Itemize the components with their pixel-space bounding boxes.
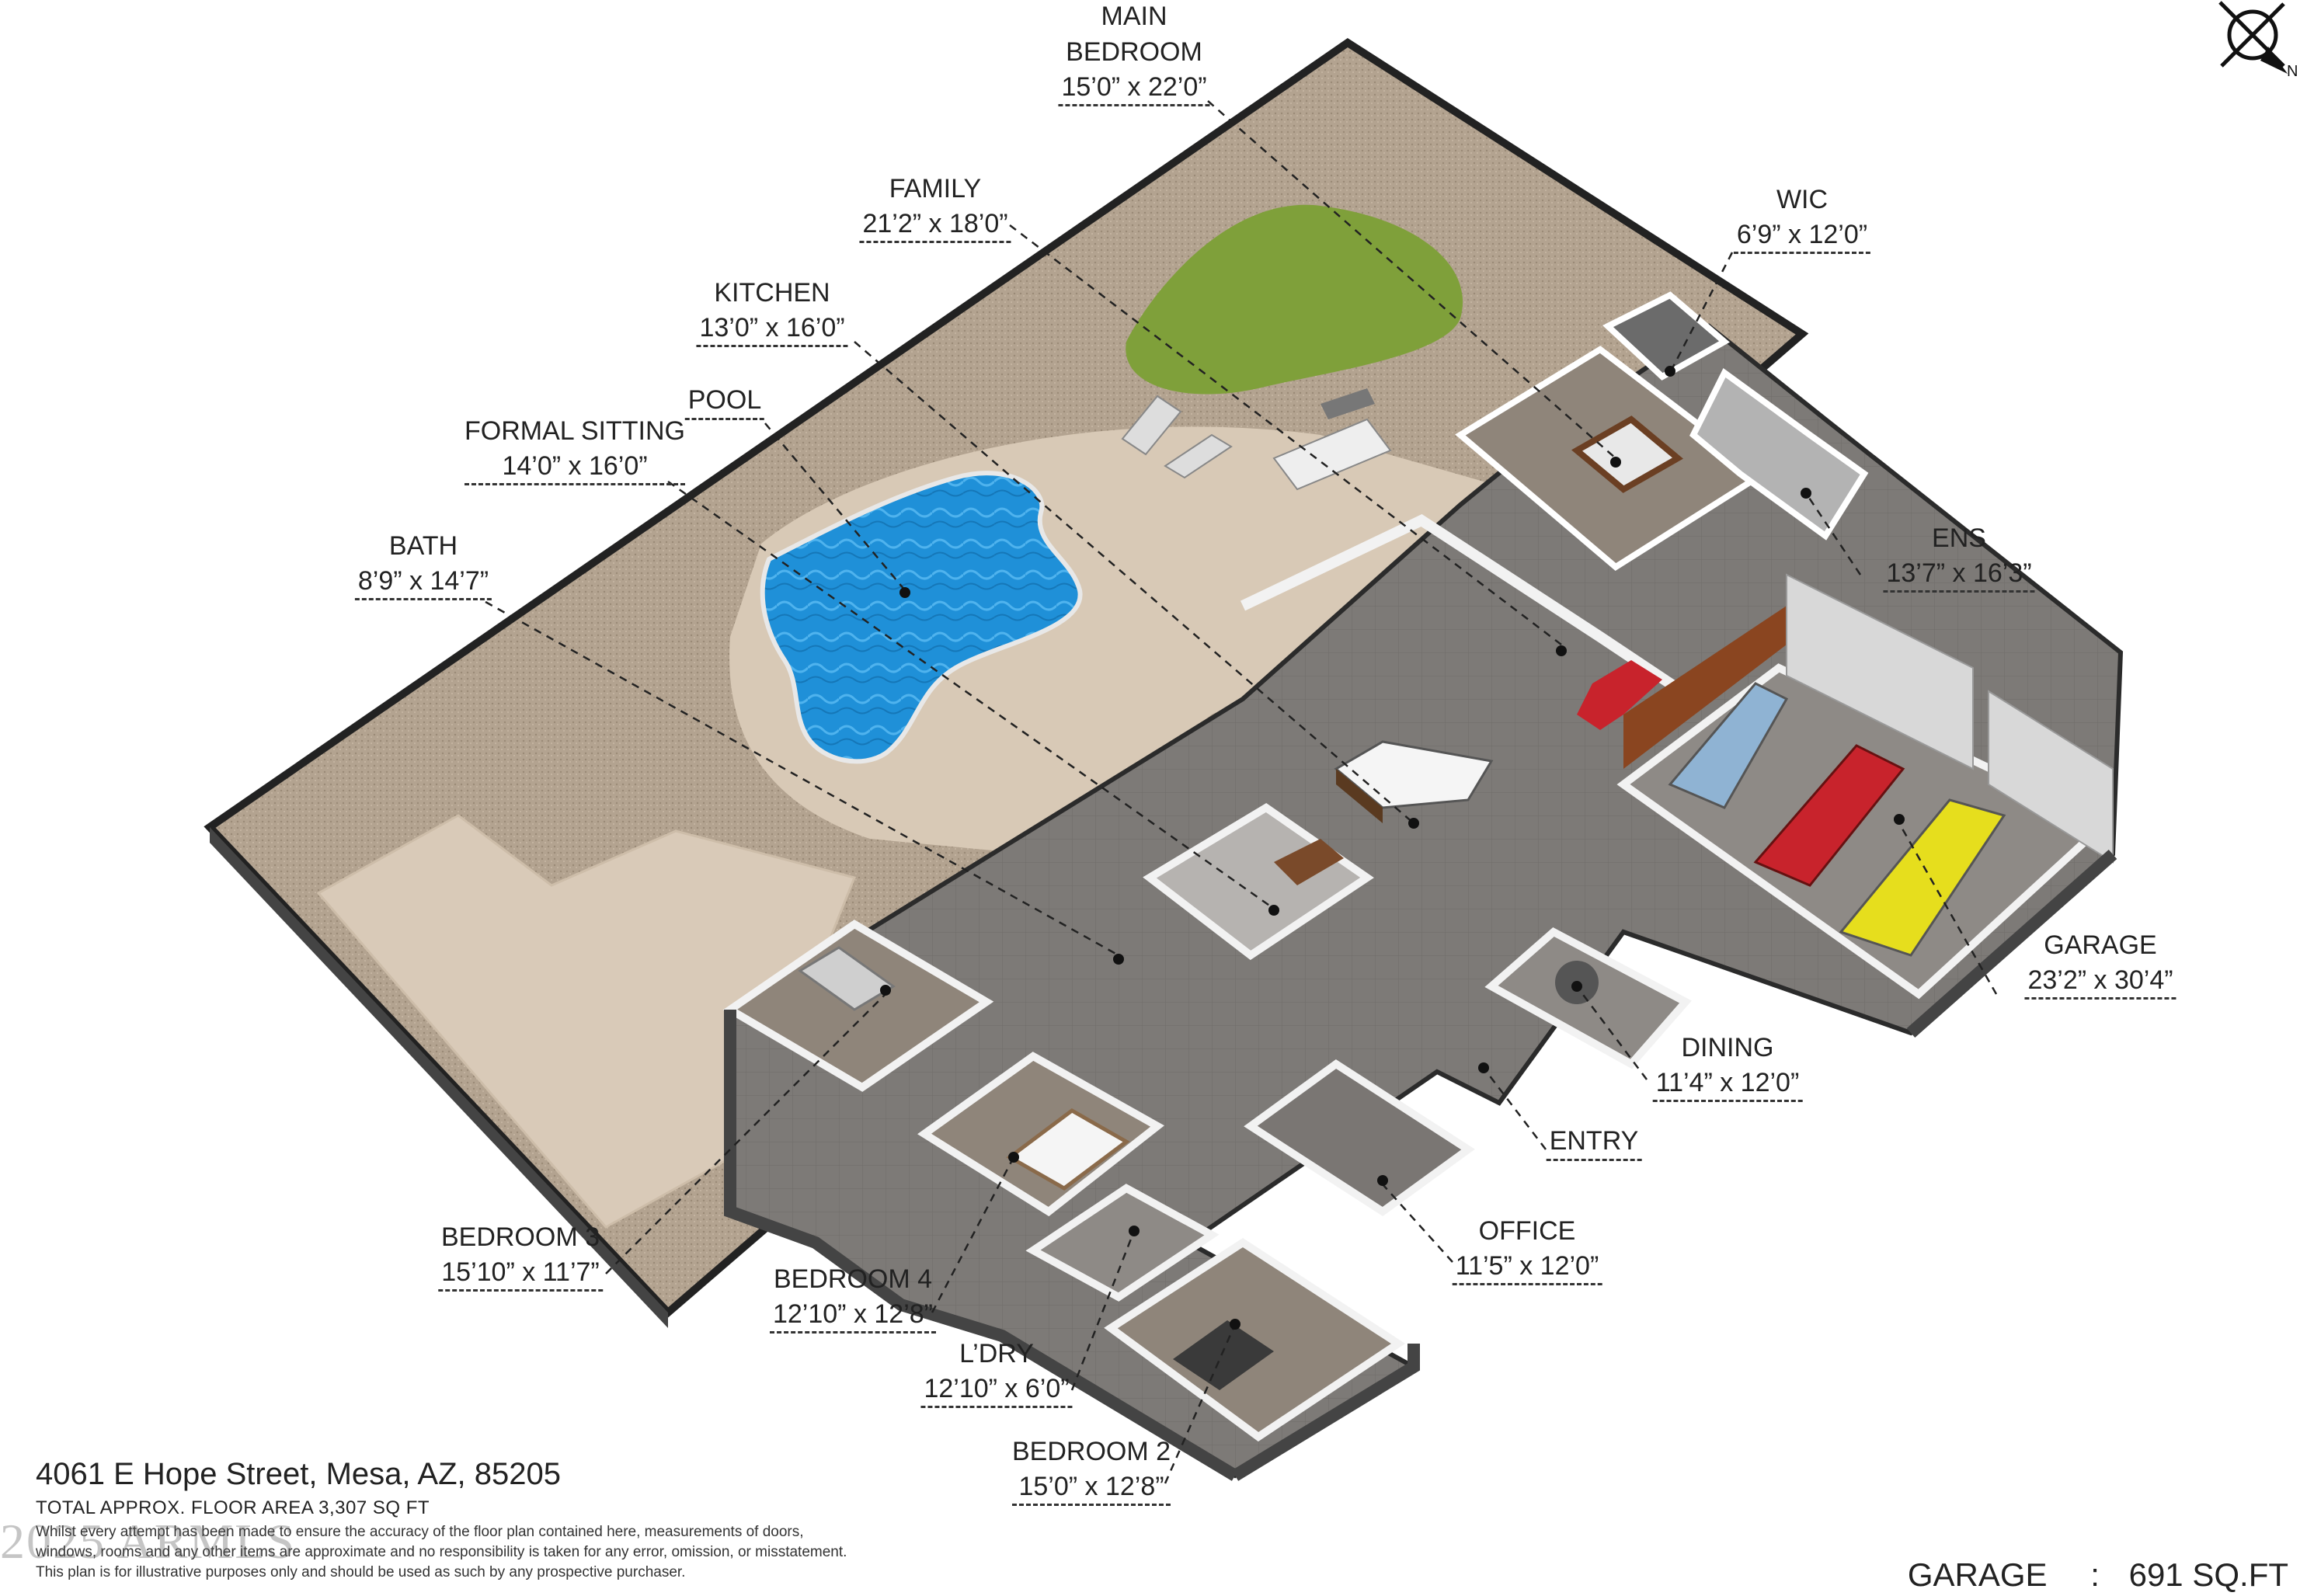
disclaimer-line: This plan is for illustrative purposes o… bbox=[36, 1564, 686, 1580]
label-bedroom-4: BEDROOM 4 12’10” x 12’8” bbox=[769, 1261, 937, 1333]
label-family: FAMILY 21’2” x 18’0” bbox=[859, 171, 1011, 243]
label-ens: ENS 13’7” x 16’3” bbox=[1883, 520, 2035, 593]
great-room-wall bbox=[1240, 513, 1696, 704]
disclaimer: Whilst every attempt has been made to en… bbox=[36, 1522, 1046, 1583]
lounge-chairs bbox=[1121, 395, 1233, 479]
label-bedroom-3: BEDROOM 3 15’10” x 11’7” bbox=[438, 1219, 603, 1292]
compass-north-label: N bbox=[2287, 63, 2298, 80]
garage-area-sep: : bbox=[2090, 1556, 2100, 1593]
main-bed bbox=[1571, 416, 1683, 493]
house-wall-front bbox=[724, 1010, 1239, 1481]
leader-lines bbox=[485, 100, 1998, 1484]
garage-area-value: 691 SQ.FT bbox=[2128, 1556, 2288, 1593]
sofa bbox=[1274, 839, 1344, 885]
garage-area-summary: GARAGE : 691 SQ.FT bbox=[1908, 1556, 2288, 1594]
garage-door-1 bbox=[1786, 573, 1974, 770]
laundry-floor bbox=[1025, 1184, 1220, 1302]
disclaimer-line: windows, rooms and any other items are a… bbox=[36, 1544, 847, 1560]
lawn bbox=[1126, 204, 1463, 395]
property-address: 4061 E Hope Street, Mesa, AZ, 85205 bbox=[36, 1457, 561, 1491]
total-floor-area: TOTAL APPROX. FLOOR AREA 3,307 SQ FT bbox=[36, 1497, 430, 1518]
ens-floor bbox=[1689, 367, 1869, 541]
label-main-bedroom: MAIN BEDROOM 15’0” x 22’0” bbox=[1058, 0, 1210, 106]
wic-floor bbox=[1602, 291, 1730, 381]
patio-paving bbox=[316, 814, 857, 1229]
bed-2 bbox=[1173, 1320, 1274, 1390]
pool bbox=[760, 471, 1083, 764]
label-dining: DINING 11’4” x 12’0” bbox=[1652, 1030, 1803, 1102]
office-floor bbox=[1244, 1059, 1475, 1217]
yard-wall-front bbox=[210, 827, 668, 1328]
label-kitchen: KITCHEN 13’0” x 16’0” bbox=[696, 275, 848, 347]
label-office: OFFICE 11’5” x 12’0” bbox=[1452, 1213, 1602, 1285]
label-wic: WIC 6’9” x 12’0” bbox=[1733, 182, 1871, 254]
label-pool: POOL bbox=[684, 382, 765, 420]
label-garage: GARAGE 23’2” x 30’4” bbox=[2024, 927, 2177, 1000]
leader-dots bbox=[880, 366, 1905, 1330]
label-bedroom-2: BEDROOM 2 15’0” x 12’8” bbox=[1011, 1434, 1171, 1506]
bed-4 bbox=[1006, 1108, 1130, 1191]
bed-3 bbox=[798, 946, 896, 1011]
compass-icon: N bbox=[2218, 1, 2298, 80]
car-blue bbox=[1668, 682, 1789, 809]
disclaimer-line: Whilst every attempt has been made to en… bbox=[36, 1524, 804, 1540]
house-wall-front-2 bbox=[1231, 1344, 1420, 1481]
car-red bbox=[1753, 744, 1905, 887]
watermark: 2025 ARMLS bbox=[0, 1514, 296, 1569]
garage-wall-front bbox=[1906, 850, 2117, 1038]
kitchen-island bbox=[1334, 740, 1494, 809]
label-bath: BATH 8’9” x 14’7” bbox=[354, 528, 492, 600]
outdoor-kitchen bbox=[1272, 388, 1392, 491]
garage-area-label: GARAGE bbox=[1907, 1556, 2048, 1593]
red-sofa bbox=[1577, 660, 1662, 730]
label-laundry: L’DRY 12’10” x 6’0” bbox=[920, 1336, 1073, 1408]
label-formal-sitting: FORMAL SITTING 14’0” x 16’0” bbox=[465, 413, 685, 485]
label-entry: ENTRY bbox=[1546, 1123, 1642, 1161]
car-yellow bbox=[1839, 798, 2006, 957]
wood-feature-wall bbox=[1623, 606, 1787, 769]
